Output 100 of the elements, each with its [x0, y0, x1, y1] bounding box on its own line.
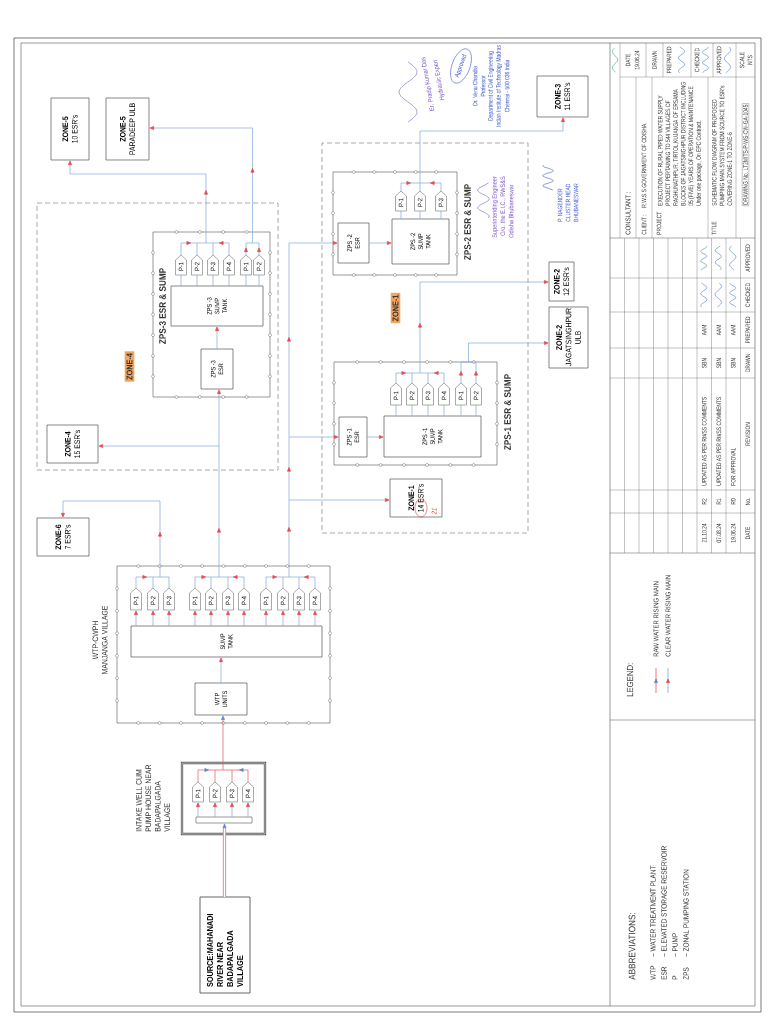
pipeline	[196, 242, 207, 244]
pipeline	[419, 182, 421, 192]
pipeline-arrow	[209, 610, 213, 627]
station-heading: ZPS-1 ESR & SUMP	[504, 374, 511, 450]
pipeline	[258, 274, 260, 287]
pipeline-arrow	[213, 802, 217, 818]
pipeline-arrow	[418, 280, 549, 374]
pipeline-arrow	[61, 500, 162, 578]
pipeline	[152, 576, 154, 589]
pipeline-arrow	[221, 715, 225, 771]
pipeline	[411, 372, 421, 374]
pipeline-arrow	[231, 768, 249, 783]
pipeline	[427, 404, 429, 417]
pipeline-arrow	[287, 436, 291, 501]
pipeline	[212, 242, 214, 256]
pipeline	[288, 576, 300, 578]
pipeline-arrow	[468, 341, 549, 363]
pipeline-arrow	[468, 361, 478, 384]
pipeline-arrow	[217, 445, 221, 578]
pipeline-arrow	[366, 435, 384, 439]
pipeline-arrow	[288, 435, 339, 439]
pipeline-arrow	[215, 326, 219, 350]
pipeline	[395, 404, 397, 417]
zone-tag: ZONE-1	[390, 292, 401, 324]
pipeline	[214, 769, 224, 771]
pipeline-arrow	[419, 117, 565, 184]
abbreviations-heading: ABBREVIATIONS:	[628, 913, 636, 980]
pipeline	[411, 372, 413, 384]
zone-box: ZONE-6 7 ESR's	[36, 517, 90, 557]
zone-box: ZONE-4 15 ESR's	[46, 424, 99, 464]
pipeline-arrow	[193, 610, 197, 627]
pipeline-arrow	[222, 823, 227, 898]
pipeline	[400, 210, 402, 220]
pipeline-arrow	[167, 610, 171, 627]
pipeline-arrow	[151, 610, 155, 627]
zone-tag: ZONE-4	[124, 351, 135, 382]
pipeline-arrow	[196, 802, 200, 818]
pipeline-arrow	[244, 242, 253, 256]
pipeline	[440, 210, 442, 220]
pipeline	[214, 769, 216, 783]
pipeline	[460, 404, 462, 417]
pipeline-arrow	[265, 575, 284, 589]
pipeline-arrow	[297, 610, 301, 627]
pipeline	[231, 769, 233, 783]
pipeline	[227, 576, 229, 589]
pipeline	[218, 576, 229, 578]
pipeline-arrow	[298, 575, 316, 589]
pipeline-arrow	[313, 610, 317, 627]
pipeline	[443, 404, 445, 417]
station-heading: WTP-CWPH MANJANGA VILLAGE	[92, 605, 108, 674]
pipeline-arrow	[395, 371, 413, 384]
zone-box: ZONE-5 10 ESR's	[50, 97, 90, 161]
pipeline-arrow	[288, 498, 390, 502]
pipeline-arrow	[217, 389, 221, 447]
pipeline-arrow	[68, 160, 208, 244]
pipeline	[419, 372, 429, 374]
pipeline	[152, 576, 161, 578]
pipeline	[222, 769, 233, 771]
pipeline	[411, 404, 413, 417]
pipeline-arrow	[246, 802, 250, 818]
pipeline-arrow	[135, 575, 154, 589]
pipeline-arrow	[368, 241, 392, 245]
pipeline	[212, 274, 214, 287]
pipeline-arrow	[230, 802, 234, 818]
pipeline	[282, 576, 284, 589]
station-heading: INTAKE WELL CUM PUMP HOUSE NEAR BADAPALGADA VILLAGE	[136, 764, 170, 832]
pipeline	[180, 274, 182, 287]
pipeline-arrow	[219, 657, 223, 684]
pipeline-arrow	[287, 499, 291, 578]
pipeline-arrow	[264, 610, 268, 627]
pipeline	[210, 576, 212, 589]
pipeline-arrow	[242, 610, 246, 627]
pipeline	[298, 576, 300, 589]
pipeline-arrow	[252, 242, 261, 256]
pipeline	[228, 274, 230, 287]
pipeline-arrow	[98, 444, 220, 448]
pipeline	[205, 242, 214, 244]
pipeline-arrow	[149, 126, 255, 244]
zone-box: ZONE-3 11 ESR's	[536, 75, 589, 118]
pipeline-arrow	[400, 181, 421, 192]
pipeline	[196, 242, 198, 256]
legend-heading: LEGEND:	[626, 663, 634, 697]
pipeline	[282, 576, 290, 578]
pipeline	[196, 274, 198, 287]
pipeline	[419, 210, 421, 220]
pipeline-arrow	[134, 610, 138, 627]
pipeline-arrow	[227, 575, 245, 589]
zone-box: ZONE-2 12 ESR's	[548, 261, 575, 302]
pipeline-arrow	[194, 575, 212, 589]
pipeline-arrow	[212, 241, 230, 256]
pipeline	[475, 404, 477, 417]
pipeline-arrow	[281, 610, 285, 627]
pipeline-arrow	[180, 241, 198, 256]
pipeline-arrow	[459, 361, 469, 384]
pipeline-arrow	[287, 241, 338, 438]
pipeline-arrow	[427, 371, 445, 384]
zone-box: ZONE-2 JAGATSINGHPUR ULB	[548, 306, 589, 369]
pipeline	[159, 576, 170, 589]
pipeline	[427, 372, 429, 384]
pipeline	[245, 274, 247, 287]
